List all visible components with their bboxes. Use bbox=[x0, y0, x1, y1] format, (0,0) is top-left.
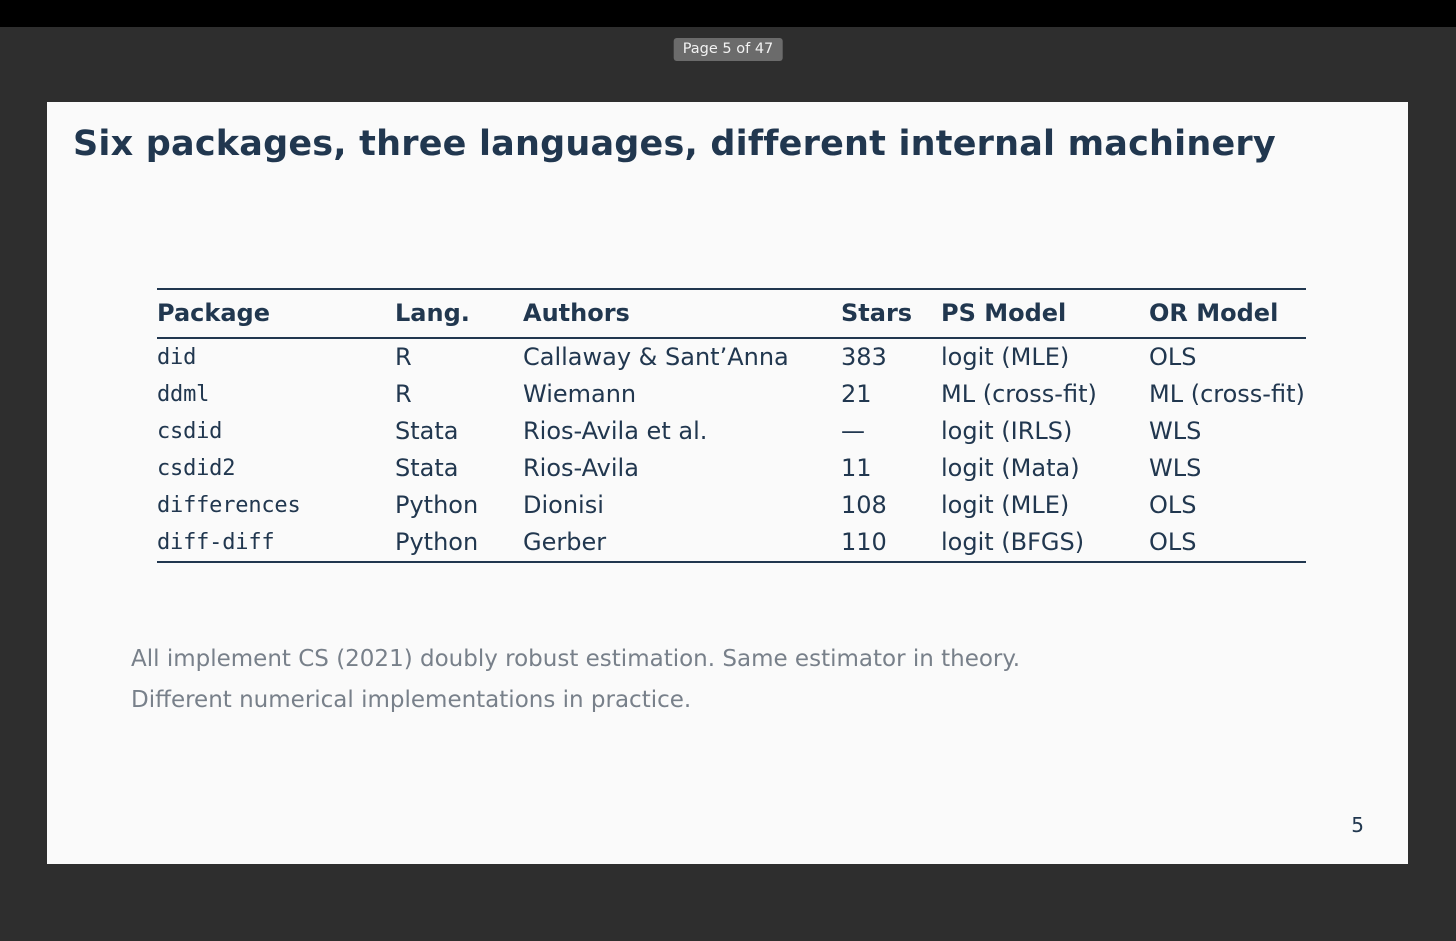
slide-page-number: 5 bbox=[1351, 813, 1364, 837]
cell-ps-model: logit (MLE) bbox=[941, 491, 1070, 520]
cell-or-model: WLS bbox=[1149, 454, 1202, 483]
table: Package Lang. Authors Stars PS Model OR … bbox=[157, 290, 1306, 337]
cell-stars: 383 bbox=[841, 343, 887, 372]
cell-authors: Gerber bbox=[523, 528, 607, 557]
table-row: did R Callaway & Sant’Anna 383 logit (ML… bbox=[157, 339, 1306, 376]
cell-package: diff-diff bbox=[157, 529, 275, 555]
cell-stars: 11 bbox=[841, 454, 872, 483]
cell-authors: Rios-Avila bbox=[523, 454, 639, 483]
package-comparison-table: Package Lang. Authors Stars PS Model OR … bbox=[157, 288, 1306, 563]
cell-lang: Python bbox=[395, 528, 479, 557]
table-row: differences Python Dionisi 108 logit (ML… bbox=[157, 487, 1306, 524]
cell-or-model: OLS bbox=[1149, 528, 1197, 557]
cell-or-model: OLS bbox=[1149, 491, 1197, 520]
cell-or-model: OLS bbox=[1149, 343, 1197, 372]
cell-lang: Python bbox=[395, 491, 479, 520]
cell-authors: Dionisi bbox=[523, 491, 604, 520]
cell-package: did bbox=[157, 344, 197, 370]
table-row: ddml R Wiemann 21 ML (cross-fit) ML (cro… bbox=[157, 376, 1306, 413]
cell-stars: 110 bbox=[841, 528, 887, 557]
column-header-stars: Stars bbox=[841, 299, 913, 328]
slide-title: Six packages, three languages, different… bbox=[73, 124, 1276, 164]
cell-package: csdid bbox=[157, 418, 223, 444]
footnote-line-2: Different numerical implementations in p… bbox=[131, 687, 692, 713]
cell-package: csdid2 bbox=[157, 455, 236, 481]
cell-lang: Stata bbox=[395, 454, 459, 483]
cell-lang: R bbox=[395, 380, 412, 409]
cell-stars: — bbox=[841, 417, 865, 446]
table-row: csdid2 Stata Rios-Avila 11 logit (Mata) … bbox=[157, 450, 1306, 487]
cell-authors: Wiemann bbox=[523, 380, 637, 409]
cell-lang: Stata bbox=[395, 417, 459, 446]
cell-ps-model: ML (cross-fit) bbox=[941, 380, 1097, 409]
table-body: did R Callaway & Sant’Anna 383 logit (ML… bbox=[157, 339, 1306, 561]
cell-stars: 108 bbox=[841, 491, 887, 520]
cell-or-model: ML (cross-fit) bbox=[1149, 380, 1305, 409]
table-rule-mid bbox=[157, 337, 1306, 339]
cell-authors: Rios-Avila et al. bbox=[523, 417, 708, 446]
cell-lang: R bbox=[395, 343, 412, 372]
cell-ps-model: logit (MLE) bbox=[941, 343, 1070, 372]
viewer-top-bar bbox=[0, 0, 1456, 27]
cell-ps-model: logit (IRLS) bbox=[941, 417, 1073, 446]
table-rule-bottom bbox=[157, 560, 1306, 563]
footnote: All implement CS (2021) doubly robust es… bbox=[131, 639, 1231, 721]
slide-canvas: Six packages, three languages, different… bbox=[47, 102, 1408, 864]
column-header-package: Package bbox=[157, 299, 270, 328]
table-row: diff-diff Python Gerber 110 logit (BFGS)… bbox=[157, 524, 1306, 561]
cell-package: ddml bbox=[157, 381, 210, 407]
footnote-line-1: All implement CS (2021) doubly robust es… bbox=[131, 646, 1021, 672]
cell-authors: Callaway & Sant’Anna bbox=[523, 343, 789, 372]
column-header-lang: Lang. bbox=[395, 299, 470, 328]
cell-stars: 21 bbox=[841, 380, 872, 409]
table-row: csdid Stata Rios-Avila et al. — logit (I… bbox=[157, 413, 1306, 450]
column-header-ps-model: PS Model bbox=[941, 299, 1067, 328]
table-header-row: Package Lang. Authors Stars PS Model OR … bbox=[157, 290, 1306, 337]
column-header-authors: Authors bbox=[523, 299, 630, 328]
cell-or-model: WLS bbox=[1149, 417, 1202, 446]
cell-ps-model: logit (Mata) bbox=[941, 454, 1080, 483]
table-rule-top bbox=[157, 288, 1306, 291]
cell-package: differences bbox=[157, 492, 301, 518]
column-header-or-model: OR Model bbox=[1149, 299, 1279, 328]
page-indicator: Page 5 of 47 bbox=[673, 38, 783, 61]
cell-ps-model: logit (BFGS) bbox=[941, 528, 1085, 557]
